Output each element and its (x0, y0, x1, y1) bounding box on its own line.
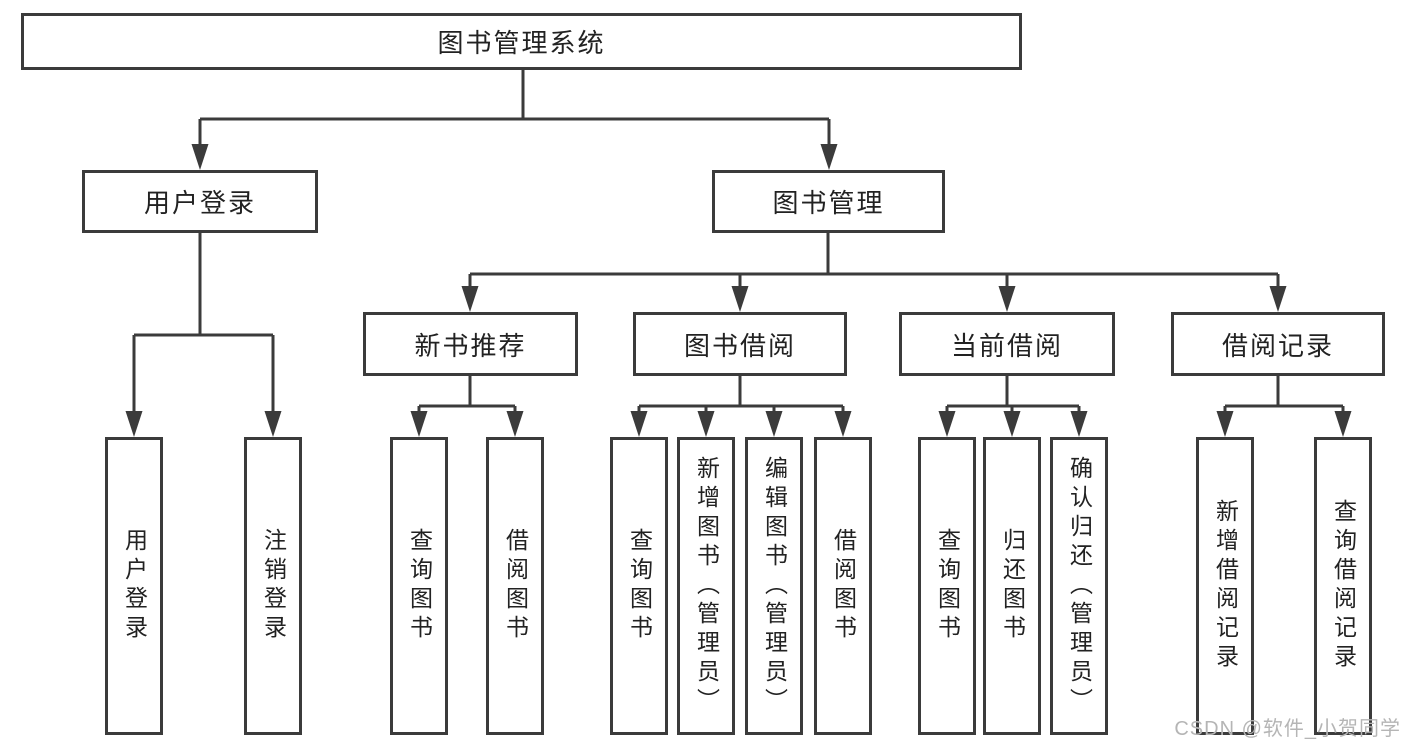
node-label: 新书推荐 (414, 330, 527, 361)
node-label: 查询图书 (626, 528, 653, 644)
node-label: 借阅图书 (830, 528, 857, 644)
leaf-logout: 注销登录 (244, 437, 302, 735)
node-label: 查询图书 (934, 528, 961, 644)
node-current-borrowing: 当前借阅 (899, 312, 1115, 376)
leaf-query-books-borrowing: 查询图书 (610, 437, 668, 735)
node-label: 借阅记录 (1221, 330, 1334, 361)
leaf-add-book-admin: 新增图书（管理员） (677, 437, 735, 735)
node-label: 注销登录 (260, 528, 287, 644)
watermark: CSDN @软件_小贺同学 (1174, 718, 1401, 740)
node-label: 用户登录 (143, 188, 256, 218)
leaf-return-book: 归还图书 (983, 437, 1041, 735)
node-user-login: 用户登录 (82, 170, 318, 233)
node-label: 归还图书 (999, 528, 1026, 644)
leaf-borrow-book-recommend: 借阅图书 (486, 437, 544, 735)
node-borrowing-records: 借阅记录 (1171, 312, 1385, 376)
node-label: 图书管理系统 (437, 28, 606, 58)
node-label: 用户登录 (121, 528, 148, 644)
leaf-edit-book-admin: 编辑图书（管理员） (745, 437, 803, 735)
leaf-user-login: 用户登录 (105, 437, 163, 735)
node-label: 查询借阅记录 (1330, 499, 1357, 673)
leaf-add-borrow-record: 新增借阅记录 (1196, 437, 1254, 735)
node-label: 当前借阅 (950, 330, 1063, 361)
leaf-query-borrow-record: 查询借阅记录 (1314, 437, 1372, 735)
leaf-borrow-book: 借阅图书 (814, 437, 872, 735)
node-book-borrowing: 图书借阅 (633, 312, 847, 376)
node-label: 查询图书 (406, 528, 433, 644)
node-label: 图书管理 (772, 188, 885, 218)
node-book-management: 图书管理 (712, 170, 945, 233)
leaf-query-books-current: 查询图书 (918, 437, 976, 735)
node-label: 新增图书（管理员） (693, 455, 720, 717)
arrowheads (125, 144, 1352, 437)
node-label: 借阅图书 (502, 528, 529, 644)
node-label: 新增借阅记录 (1212, 499, 1239, 673)
node-new-book-recommendation: 新书推荐 (363, 312, 578, 376)
node-label: 确认归还（管理员） (1066, 455, 1093, 717)
node-label: 图书借阅 (683, 330, 796, 361)
node-label: 编辑图书（管理员） (761, 455, 788, 717)
leaf-confirm-return-admin: 确认归还（管理员） (1050, 437, 1108, 735)
leaf-query-books-recommend: 查询图书 (390, 437, 448, 735)
node-library-management-system: 图书管理系统 (21, 13, 1022, 70)
